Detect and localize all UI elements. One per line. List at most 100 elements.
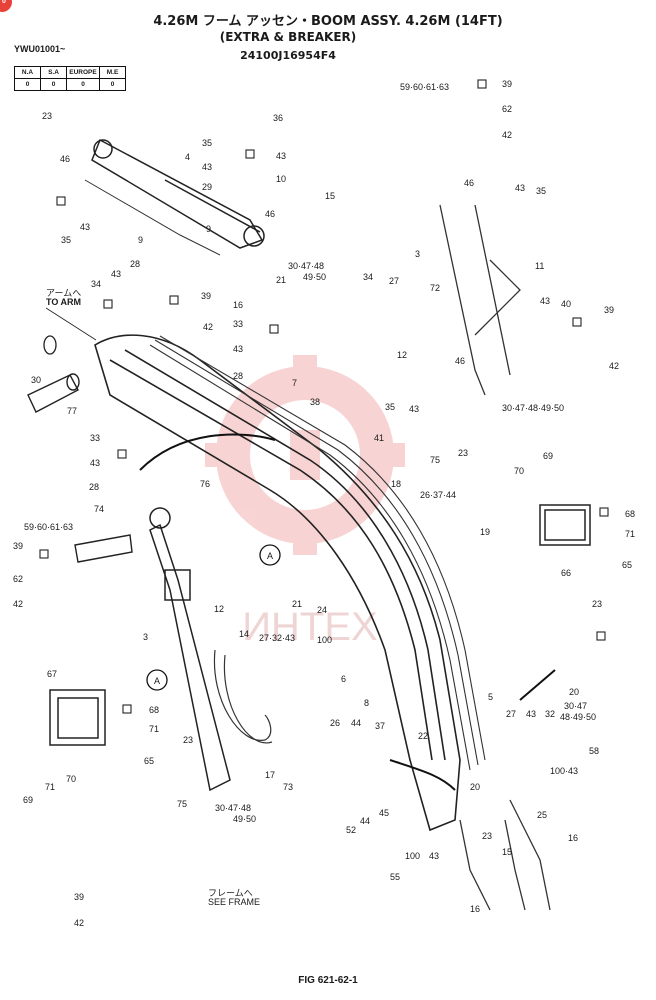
part-label: 27·32·43 — [259, 633, 295, 643]
part-label: 46 — [60, 154, 70, 164]
part-label: 35 — [385, 402, 395, 412]
part-label: 15 — [502, 847, 512, 857]
part-label: 48·49·50 — [560, 712, 596, 722]
part-label: 15 — [325, 191, 335, 201]
part-label: 17 — [265, 770, 275, 780]
part-label: 23 — [183, 735, 193, 745]
part-label: 9 — [206, 224, 211, 234]
part-label: 24 — [317, 605, 327, 615]
spec-value: 0 — [66, 78, 100, 91]
part-label: 43 — [111, 269, 121, 279]
part-label: 70 — [66, 774, 76, 784]
part-label: 21 — [292, 599, 302, 609]
bolts — [39, 79, 609, 714]
part-label: 16 — [233, 300, 243, 310]
part-label: 59·60·61·63 — [24, 522, 73, 532]
part-label: 12 — [397, 350, 407, 360]
part-label: 55 — [390, 872, 400, 882]
part-label: 43 — [80, 222, 90, 232]
to-arm-leader — [45, 307, 97, 341]
part-label: 35 — [536, 186, 546, 196]
part-label: 73 — [283, 782, 293, 792]
part-label: 100·43 — [550, 766, 578, 776]
spec-value: 0 — [99, 78, 126, 91]
part-label: 22 — [418, 731, 428, 741]
part-label: 12 — [214, 604, 224, 614]
part-label: 34 — [363, 272, 373, 282]
part-label: 21 — [276, 275, 286, 285]
part-label: 35 — [61, 235, 71, 245]
part-label: 69 — [23, 795, 33, 805]
part-label: 29 — [202, 182, 212, 192]
part-label: 23 — [42, 111, 52, 121]
part-label: 30·47·48 — [215, 803, 251, 813]
spec-table: N.A S.A EUROPE M.E 0 0 0 0 — [14, 66, 126, 91]
part-label: 3 — [415, 249, 420, 259]
part-label: 43 — [515, 183, 525, 193]
part-label: 30·47·48 — [288, 261, 324, 271]
pin-74 — [74, 534, 133, 563]
part-label: 58 — [589, 746, 599, 756]
part-label: 71 — [149, 724, 159, 734]
valve-block-66 — [539, 504, 591, 546]
figure-number: FIG 621-62-1 — [298, 975, 358, 986]
part-label: 43 — [409, 404, 419, 414]
part-label: 8 — [364, 698, 369, 708]
part-label: 67 — [47, 669, 57, 679]
part-label: 42 — [74, 918, 84, 928]
part-label: 26·37·44 — [420, 490, 456, 500]
part-label: 49·50 — [233, 814, 256, 824]
pin-77 — [27, 373, 80, 413]
part-label: 77 — [67, 406, 77, 416]
boom-cylinder — [91, 138, 265, 249]
part-label: 74 — [94, 504, 104, 514]
arm-cylinder — [149, 507, 231, 792]
part-label: 4 — [185, 152, 190, 162]
part-label: 62 — [502, 104, 512, 114]
hoses — [139, 433, 556, 791]
part-label: 40 — [561, 299, 571, 309]
part-label: 42 — [203, 322, 213, 332]
part-label: 75 — [430, 455, 440, 465]
part-label: 28 — [89, 482, 99, 492]
part-label: 30·47·48·49·50 — [502, 403, 564, 413]
part-label: 46 — [265, 209, 275, 219]
part-label: 27 — [389, 276, 399, 286]
callout-a-lower: A — [154, 676, 160, 686]
see-frame-jp: フレームへ — [208, 888, 253, 898]
watermark-text: ИНТЕХ — [242, 605, 377, 649]
part-label: 27 — [506, 709, 516, 719]
part-label: 42 — [609, 361, 619, 371]
watermark-gear — [205, 355, 405, 555]
part-label: 26 — [330, 718, 340, 728]
part-label: 43 — [526, 709, 536, 719]
part-label: 11 — [535, 261, 544, 271]
part-label: 41 — [374, 433, 384, 443]
part-label: 75 — [177, 799, 187, 809]
assembly-part-number: 24100J16954F4 — [240, 49, 336, 62]
part-label: 23 — [592, 599, 602, 609]
washer — [43, 335, 57, 355]
part-label: 46 — [464, 178, 474, 188]
part-label: 43 — [276, 151, 286, 161]
part-label: 37 — [375, 721, 385, 731]
part-label: 20 — [569, 687, 579, 697]
to-arm-jp: アームへ — [46, 288, 81, 298]
part-label: 45 — [379, 808, 389, 818]
part-label: 38 — [310, 397, 320, 407]
callout-a-upper: A — [267, 551, 273, 561]
part-label: 43 — [202, 162, 212, 172]
part-label: 14 — [239, 629, 249, 639]
corner-badge: 0 — [0, 0, 12, 12]
part-label: 44 — [351, 718, 361, 728]
to-arm-label: TO ARM — [46, 297, 81, 307]
part-label: 7 — [292, 378, 297, 388]
part-label: 28 — [130, 259, 140, 269]
part-label: 65 — [622, 560, 632, 570]
part-label: 9 — [138, 235, 143, 245]
pipe — [84, 179, 221, 256]
part-label: 16 — [568, 833, 578, 843]
part-label: 42 — [502, 130, 512, 140]
part-label: 18 — [391, 479, 401, 489]
part-label: 36 — [273, 113, 283, 123]
